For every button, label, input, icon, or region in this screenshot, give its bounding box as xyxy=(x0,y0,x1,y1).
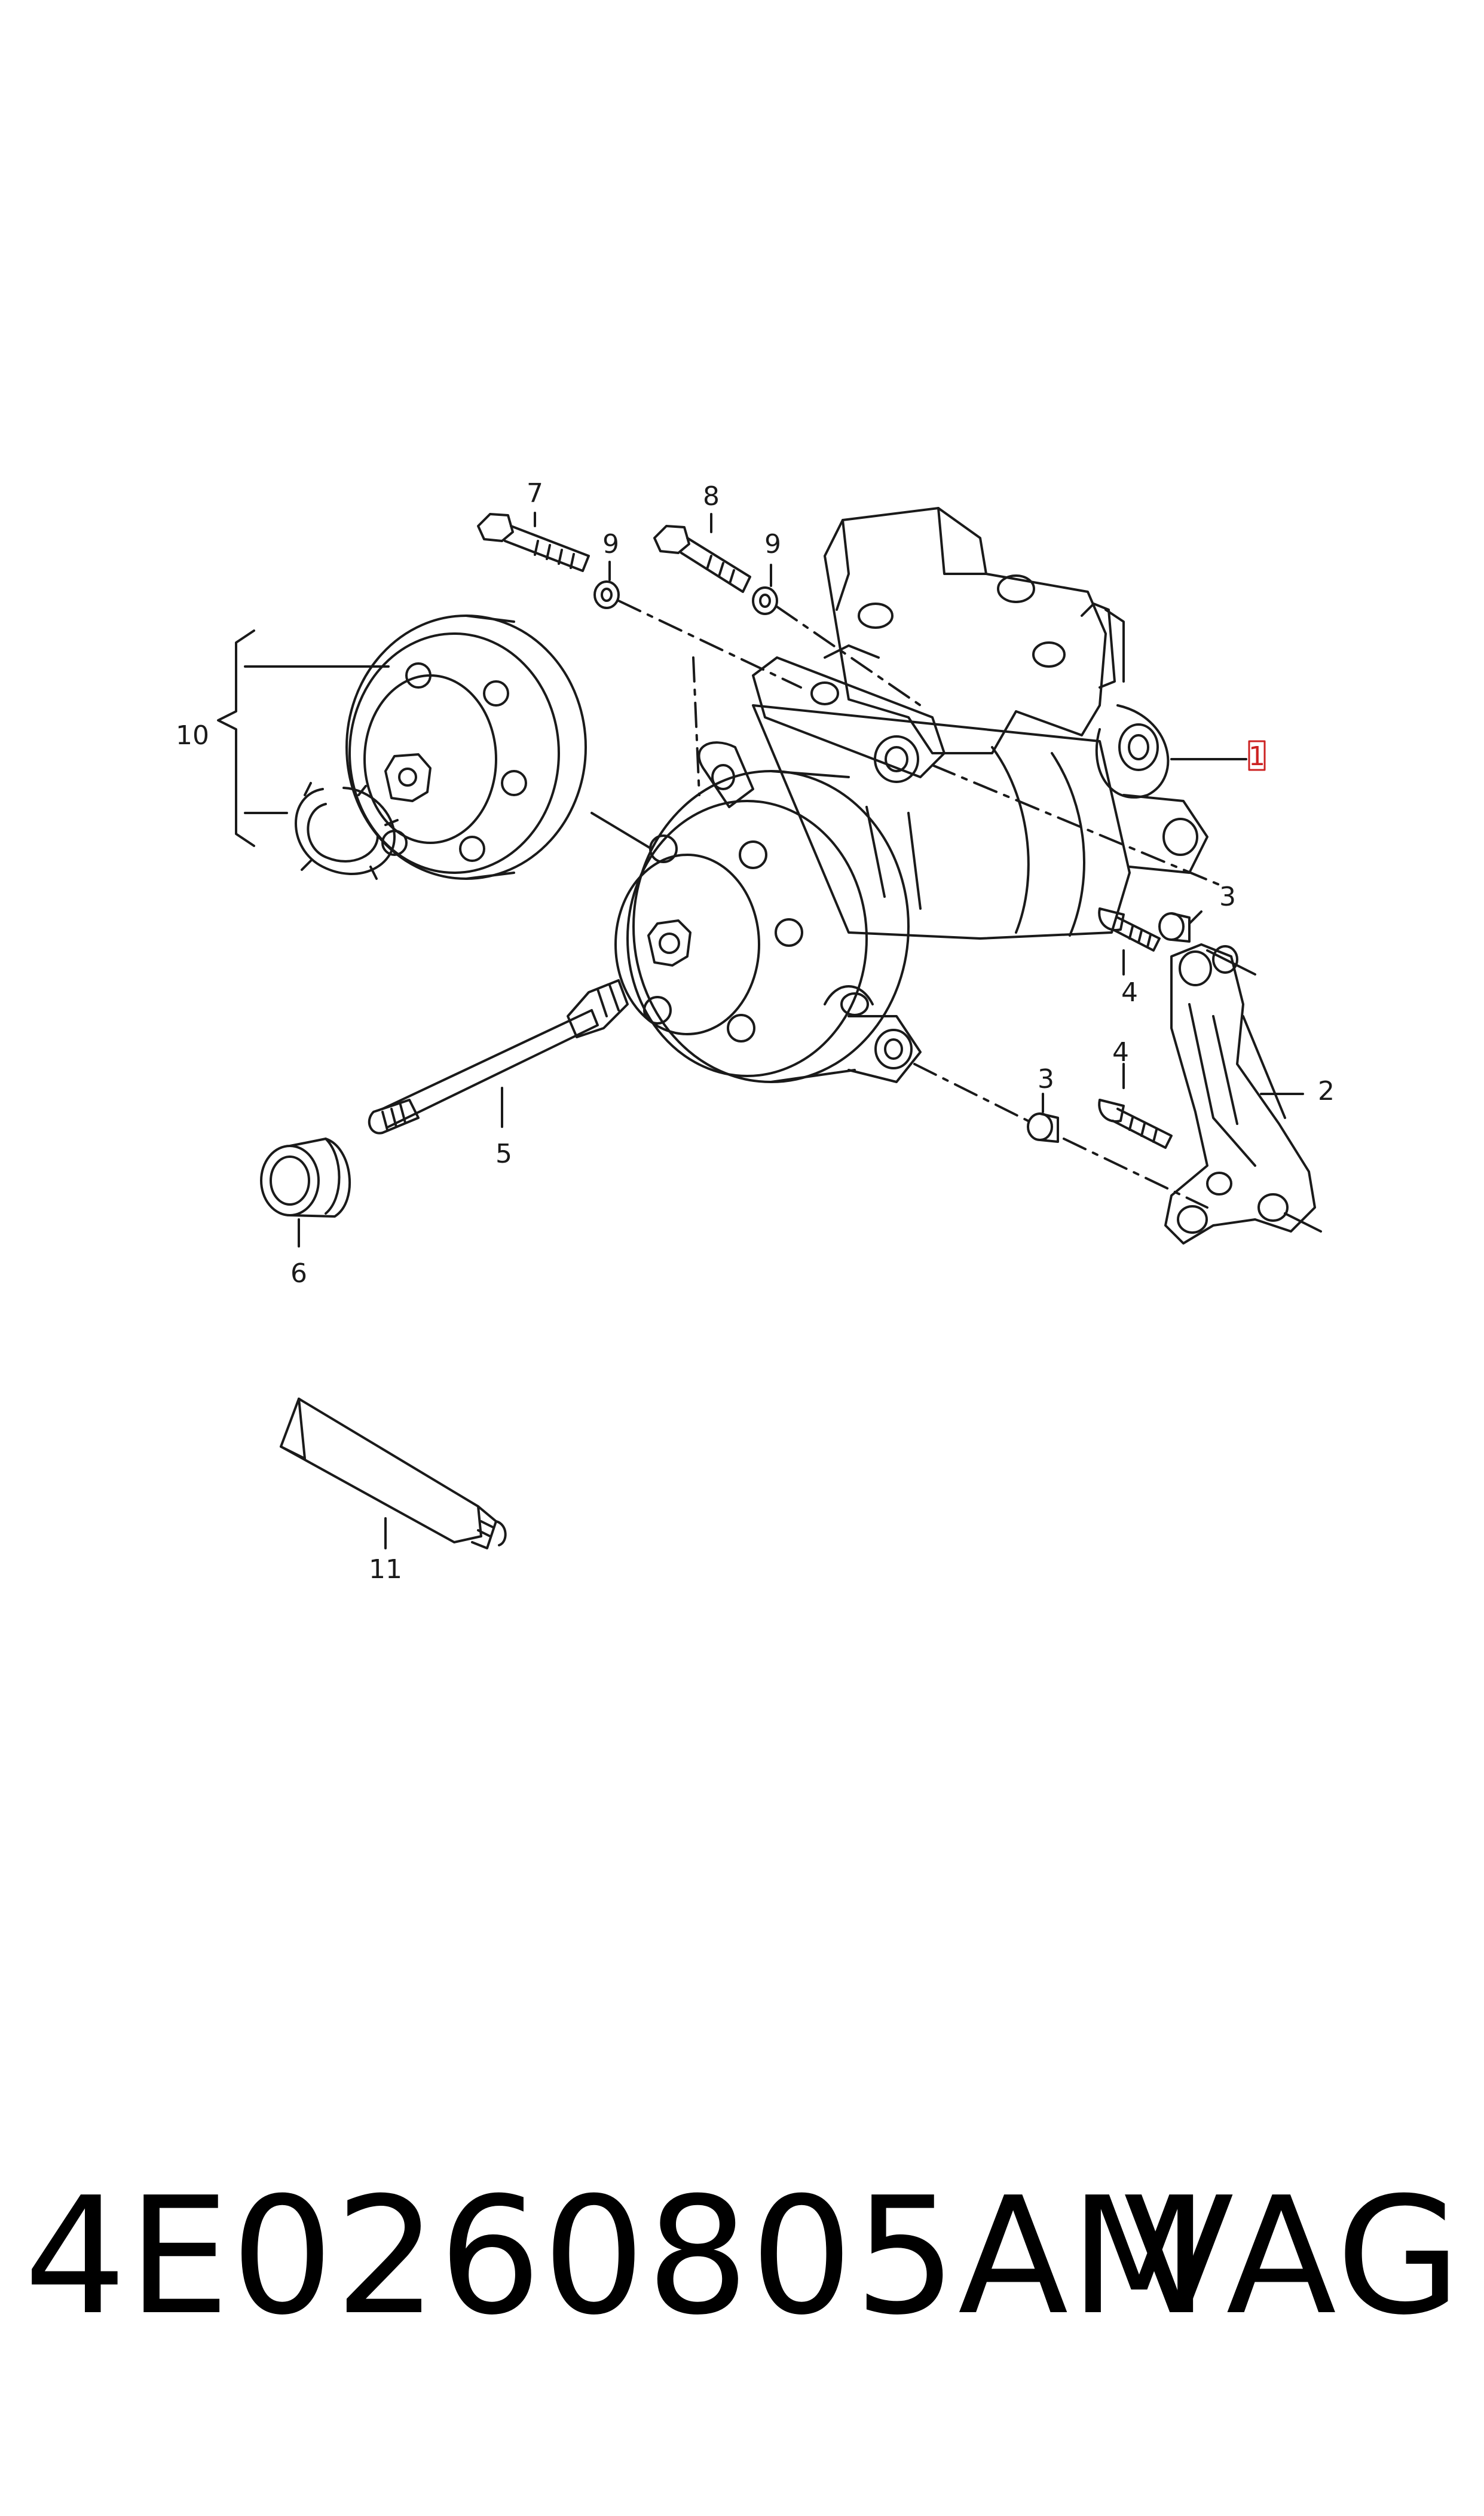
callout-9a[interactable]: 9 xyxy=(602,529,619,560)
shaft-5 xyxy=(368,979,629,1135)
brand-name: VAG xyxy=(1124,2162,1464,2350)
washer-9a xyxy=(593,580,620,609)
callout-11[interactable]: 11 xyxy=(369,1554,402,1585)
leader-lines xyxy=(298,512,1304,1549)
callout-5[interactable]: 5 xyxy=(495,1139,512,1169)
centerline-lower xyxy=(913,1063,1208,1209)
bolt-8 xyxy=(653,525,751,593)
washer-9b xyxy=(752,586,778,615)
centerline-bolt-8 xyxy=(776,606,1220,886)
bolt-4a xyxy=(1098,907,1161,952)
bolt-4b xyxy=(1098,1099,1173,1149)
part-number: 4E0260805AM xyxy=(24,2162,1210,2350)
callout-3b[interactable]: 3 xyxy=(1038,1064,1054,1095)
callout-bracket-10 xyxy=(217,629,390,847)
callout-9b[interactable]: 9 xyxy=(764,529,781,560)
callout-6[interactable]: 6 xyxy=(290,1258,307,1289)
callout-4b[interactable]: 4 xyxy=(1112,1037,1129,1068)
ac-compressor xyxy=(614,507,1208,1083)
callout-3a[interactable]: 3 xyxy=(1219,882,1236,912)
callout-2[interactable]: 2 xyxy=(1318,1076,1335,1106)
sleeve-3b xyxy=(1027,1112,1059,1143)
highlight-box-part-1 xyxy=(1248,740,1266,771)
callout-7[interactable]: 7 xyxy=(527,478,543,509)
centerline-bolt-7 xyxy=(617,600,802,689)
callout-1[interactable]: 1 xyxy=(1249,741,1265,772)
seal-6 xyxy=(260,1138,351,1218)
clutch-pulley-assembly xyxy=(345,615,587,880)
bolt-7 xyxy=(477,513,590,572)
callout-4a[interactable]: 4 xyxy=(1121,977,1138,1008)
leader-pulley-to-compressor xyxy=(590,812,653,850)
mounting-bracket-2 xyxy=(1164,943,1316,1245)
centerline-vertical xyxy=(692,656,700,796)
callout-10[interactable]: 10 xyxy=(176,720,209,751)
snap-ring xyxy=(295,782,399,880)
callout-8[interactable]: 8 xyxy=(703,481,720,512)
grease-tube-11 xyxy=(280,1398,507,1549)
leader-bracket-bottom xyxy=(1284,1212,1322,1233)
leader-bracket-top xyxy=(1206,949,1256,976)
sleeve-3a xyxy=(1158,912,1191,943)
